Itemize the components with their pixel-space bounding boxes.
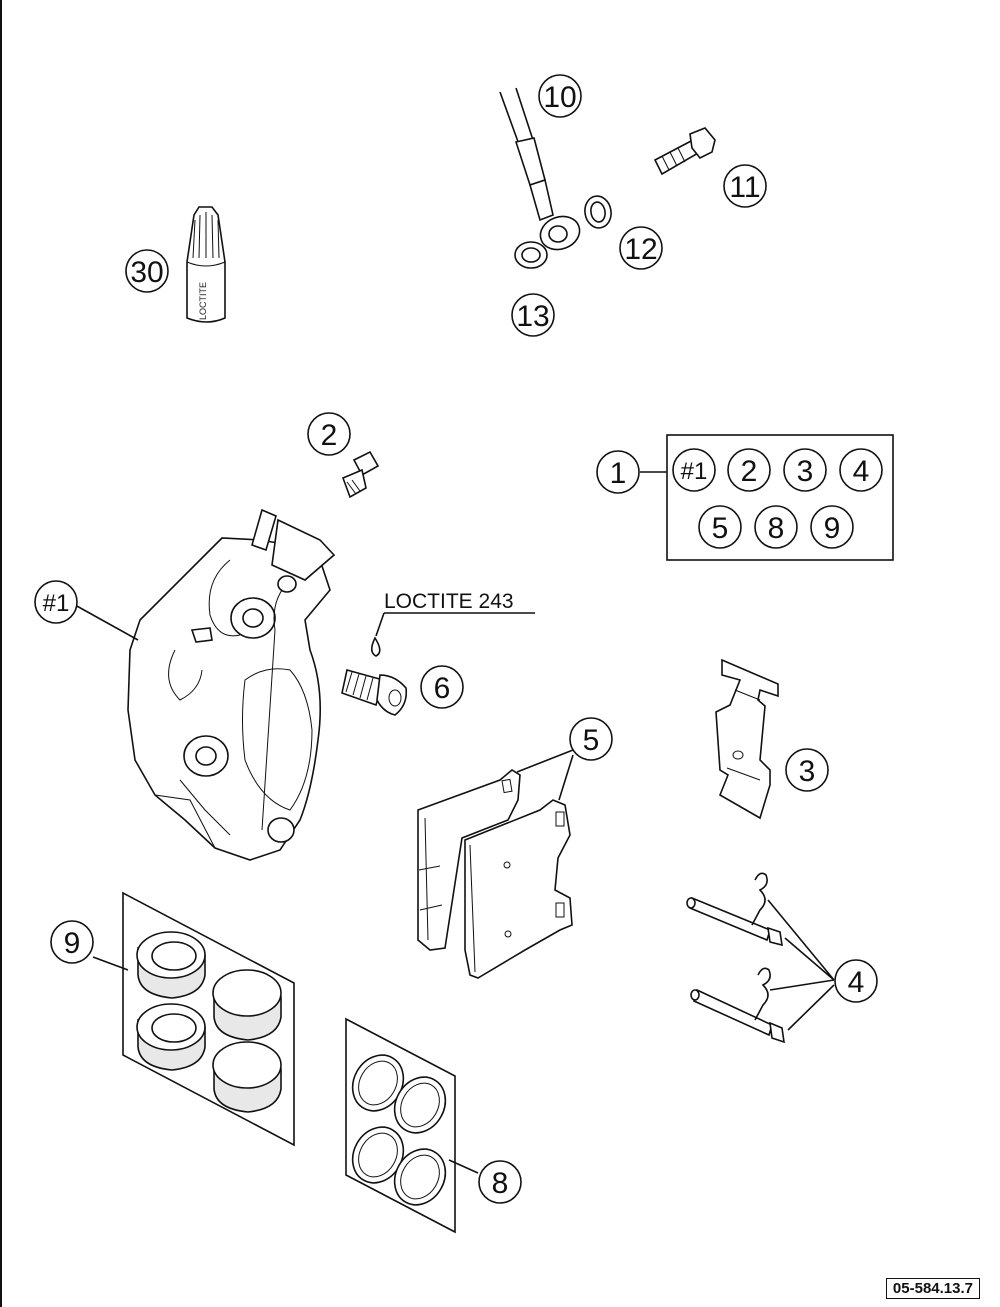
svg-text:LOCTITE 243: LOCTITE 243 xyxy=(384,590,514,613)
svg-text:8: 8 xyxy=(492,1167,509,1200)
pin-upper xyxy=(686,872,783,947)
seal-ring xyxy=(393,1148,447,1206)
callout-6: 6 xyxy=(420,665,464,709)
svg-text:3: 3 xyxy=(797,455,814,488)
callout-30: 30 xyxy=(125,249,169,293)
screw-6 xyxy=(341,669,408,716)
washer-12 xyxy=(584,195,612,229)
kit-item-5: 5 xyxy=(698,505,742,549)
piston xyxy=(136,1003,206,1071)
svg-text:11: 11 xyxy=(729,171,760,204)
callout-12: 12 xyxy=(619,226,663,270)
kit-item-8: 8 xyxy=(754,505,798,549)
seals-card xyxy=(345,1017,456,1234)
tube-label: LOCTITE xyxy=(198,282,208,320)
pin-lower xyxy=(690,967,785,1044)
seal-ring xyxy=(351,1054,405,1112)
banjo-bolt xyxy=(653,127,716,176)
svg-text:#1: #1 xyxy=(43,590,70,617)
svg-text:30: 30 xyxy=(130,256,163,289)
callout-8: 8 xyxy=(478,1160,522,1204)
svg-text:9: 9 xyxy=(824,512,841,545)
svg-text:4: 4 xyxy=(848,966,865,999)
svg-text:10: 10 xyxy=(543,81,576,114)
washer-13 xyxy=(514,241,548,269)
callout-10: 10 xyxy=(538,74,582,118)
leader-5a xyxy=(516,749,574,773)
callout-4: 4 xyxy=(834,959,878,1003)
svg-text:#1: #1 xyxy=(681,458,708,485)
callout-5: 5 xyxy=(569,717,613,761)
leader-4 xyxy=(767,899,835,1031)
brake-line xyxy=(499,87,581,251)
svg-text:5: 5 xyxy=(583,724,600,757)
callout-housing: #1 xyxy=(34,580,78,624)
callout-13: 13 xyxy=(511,293,555,337)
piston xyxy=(212,969,282,1041)
callout-11: 11 xyxy=(723,164,767,208)
piston xyxy=(212,1041,282,1113)
svg-text:5: 5 xyxy=(712,512,729,545)
brake-pad-front xyxy=(464,799,573,979)
reference-code: 05-584.13.7 xyxy=(885,1278,980,1299)
svg-text:3: 3 xyxy=(799,755,816,788)
svg-text:2: 2 xyxy=(321,419,338,452)
pad-spring xyxy=(715,658,779,820)
svg-text:12: 12 xyxy=(624,233,657,266)
bleed-screw xyxy=(341,450,380,499)
leader-8 xyxy=(448,1159,479,1174)
callout-1: 1 xyxy=(596,450,640,494)
svg-text:6: 6 xyxy=(434,672,451,705)
leader-5b xyxy=(558,754,574,801)
leader-housing xyxy=(74,604,139,641)
kit-item-1: #1 xyxy=(672,448,716,492)
seal-ring xyxy=(393,1076,447,1134)
svg-text:9: 9 xyxy=(64,927,81,960)
pistons-card xyxy=(122,891,295,1147)
loctite-tube: LOCTITE xyxy=(186,206,226,323)
callout-9: 9 xyxy=(50,920,94,964)
callout-3: 3 xyxy=(785,748,829,792)
kit-item-2: 2 xyxy=(727,448,771,492)
callout-2: 2 xyxy=(307,412,351,456)
svg-text:4: 4 xyxy=(853,455,870,488)
piston xyxy=(136,931,206,999)
brake-pad-back xyxy=(417,769,521,951)
kit-item-4: 4 xyxy=(839,448,883,492)
svg-text:2: 2 xyxy=(741,455,758,488)
kit-item-3: 3 xyxy=(783,448,827,492)
loctite-243-label: LOCTITE 243 xyxy=(370,590,535,657)
svg-text:8: 8 xyxy=(768,512,785,545)
caliper-housing xyxy=(127,508,336,861)
svg-text:1: 1 xyxy=(610,457,627,490)
leader-9 xyxy=(92,956,129,971)
kit-item-9: 9 xyxy=(810,505,854,549)
svg-text:13: 13 xyxy=(516,300,549,333)
